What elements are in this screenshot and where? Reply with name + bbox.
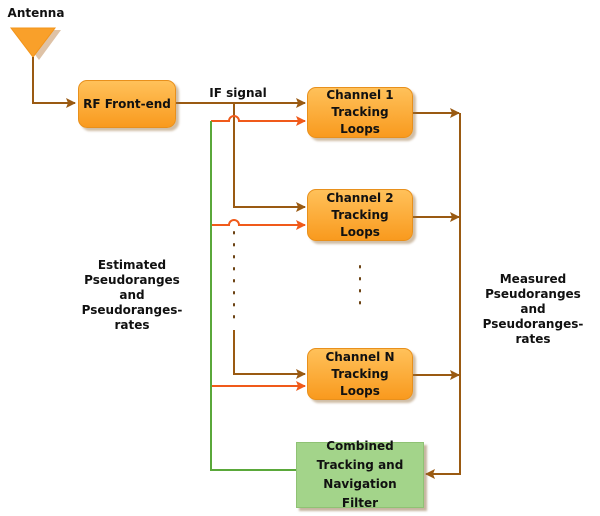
estimated-text: Estimated Pseudoranges and Pseudoranges-…: [81, 258, 183, 332]
antenna-label: Antenna: [7, 6, 65, 20]
filter-feedback-bus: [210, 121, 296, 471]
measurements-bus: [425, 113, 461, 479]
channel-n-block[interactable]: Channel N Tracking Loops: [307, 348, 413, 400]
if-to-channel-n-line: [233, 330, 306, 379]
measured-label: Measured Pseudoranges and Pseudoranges- …: [472, 272, 594, 347]
rf-front-end-label: RF Front-end: [83, 96, 171, 111]
estimated-label: Estimated Pseudoranges and Pseudoranges-…: [72, 258, 192, 333]
feedback-to-channel-1-line: [211, 115, 306, 126]
channel-2-label: Channel 2 Tracking Loops: [326, 190, 394, 239]
channel-1-label: Channel 1 Tracking Loops: [326, 88, 394, 136]
measured-text: Measured Pseudoranges and Pseudoranges- …: [482, 272, 584, 346]
antenna-to-rf-line: [32, 57, 76, 108]
navigation-filter-block[interactable]: Combined Tracking and Navigation Filter: [296, 439, 424, 510]
channel-2-block[interactable]: Channel 2 Tracking Loops: [307, 189, 413, 241]
rf-front-end-block[interactable]: RF Front-end: [78, 80, 176, 128]
feedback-to-channel-2-line: [211, 219, 306, 230]
navigation-filter-label: Combined Tracking and Navigation Filter: [316, 439, 404, 510]
channel-1-block[interactable]: Channel 1 Tracking Loops: [307, 87, 413, 138]
antenna-icon: [9, 27, 57, 58]
channel-n-label: Channel N Tracking Loops: [325, 349, 395, 398]
if-to-channel-2-line: [233, 103, 306, 212]
if-signal-label: IF signal: [209, 86, 267, 100]
